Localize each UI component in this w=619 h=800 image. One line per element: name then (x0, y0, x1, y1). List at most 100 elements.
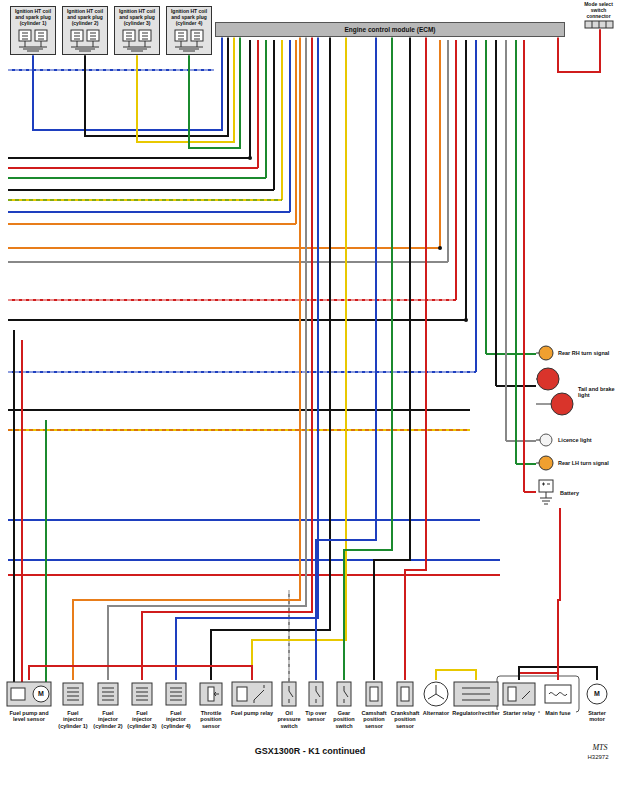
conn-part (592, 21, 606, 28)
wire (289, 40, 291, 212)
bat-part (539, 480, 553, 492)
component-node: Oil pressure switch (276, 680, 302, 729)
battery-node: Battery (535, 478, 617, 508)
sens-part (370, 687, 378, 701)
wire (8, 177, 266, 179)
component-node: Starter motor (580, 680, 614, 723)
component-label: Starter relay (500, 710, 538, 716)
srelay-part (503, 683, 535, 705)
wire-tracer (8, 430, 470, 431)
wire (288, 590, 290, 682)
inj-symbol (92, 680, 124, 708)
wire (8, 574, 500, 576)
lamp-node: Rear RH turn signal (535, 344, 617, 362)
fuse-part (545, 685, 571, 703)
srelay-part (522, 691, 530, 699)
inj-part (136, 688, 148, 700)
component-label: Tip over sensor (303, 710, 329, 723)
tail-part (536, 379, 551, 404)
label-wrap: Rear RH turn signal (558, 350, 617, 356)
wire-tracer (8, 200, 282, 201)
pump-part (11, 688, 25, 700)
component-label: Starter motor (580, 710, 614, 723)
component-label: Fuel injector (cylinder 4) (160, 710, 192, 729)
wire (21, 340, 23, 682)
turn-part (536, 463, 539, 464)
pump-symbol (5, 680, 53, 708)
connector-box: Mode select switch connector (580, 2, 617, 29)
lic-symbol (535, 432, 555, 448)
wire (8, 223, 296, 225)
inj-part (102, 688, 114, 700)
coil-part (74, 33, 96, 39)
coil-symbol (117, 28, 157, 52)
component-node: Fuel pump relay (230, 680, 274, 716)
wire-connector (436, 670, 476, 680)
wire-connector (558, 508, 560, 680)
wire (8, 371, 476, 373)
ignition-coil-box: Ignition HT coil and spark plug (cylinde… (114, 6, 160, 55)
coil-part (71, 41, 99, 51)
relay-part (237, 687, 247, 701)
component-node: Alternator (421, 680, 451, 716)
inj-symbol (57, 680, 89, 708)
sw-part (337, 682, 351, 706)
srelay-symbol (500, 680, 538, 708)
bat-symbol (535, 478, 557, 508)
relay-symbol (230, 680, 274, 708)
turn-symbol (535, 344, 555, 362)
component-label: Ignition HT coil and spark plug (cylinde… (65, 9, 105, 26)
wire (8, 319, 466, 321)
wire (447, 40, 449, 262)
wire (495, 40, 497, 386)
inj-symbol (160, 680, 192, 708)
conn-part (585, 21, 613, 28)
ignition-coil-box: Ignition HT coil and spark plug (cylinde… (10, 6, 56, 55)
component-node: Fuel injector (cylinder 3) (126, 680, 158, 729)
alt-part (424, 682, 448, 706)
wire (486, 353, 536, 355)
ignition-coil-box: Ignition HT coil and spark plug (cylinde… (62, 6, 108, 55)
wire (265, 40, 267, 178)
wire (475, 40, 477, 372)
wire-connector (252, 37, 346, 680)
tps-part (200, 683, 222, 705)
junction-dot (464, 318, 468, 322)
sw-part (344, 686, 348, 703)
component-label: Rear LH turn signal (558, 460, 617, 466)
relay-part (254, 685, 264, 703)
coil-symbol (65, 28, 105, 52)
component-label: Gear position switch (330, 710, 358, 729)
wire (455, 40, 457, 300)
coil-part (123, 41, 151, 51)
wire-connector (176, 37, 318, 680)
inj-part (67, 688, 79, 700)
wire-connector (344, 37, 392, 680)
component-label: Crankshaft position sensor (390, 710, 420, 729)
wire (8, 299, 456, 301)
inj-part (132, 683, 152, 705)
alt-symbol (421, 680, 451, 708)
component-label: Fuel pump and level sensor (5, 710, 53, 723)
component-node: Throttle position sensor (195, 680, 227, 729)
lamp-node: Licence light (535, 432, 617, 448)
wire (524, 491, 536, 493)
component-label: Camshaft position sensor (359, 710, 389, 729)
sw-part (316, 686, 320, 703)
component-label: Mode select switch connector (580, 2, 617, 19)
sw-symbol (276, 680, 302, 708)
coil-symbol (169, 28, 209, 52)
relay-housing-outline (497, 676, 579, 712)
wire (295, 40, 297, 224)
sw-part (309, 682, 323, 706)
wire (516, 463, 536, 465)
component-node: Regulator/rectifier (452, 680, 500, 716)
sw-part (282, 682, 296, 706)
sens-part (397, 682, 413, 706)
motor-letter: M (593, 690, 601, 698)
wire (45, 420, 47, 682)
wire-connector (405, 37, 426, 680)
coil-part (175, 41, 203, 51)
